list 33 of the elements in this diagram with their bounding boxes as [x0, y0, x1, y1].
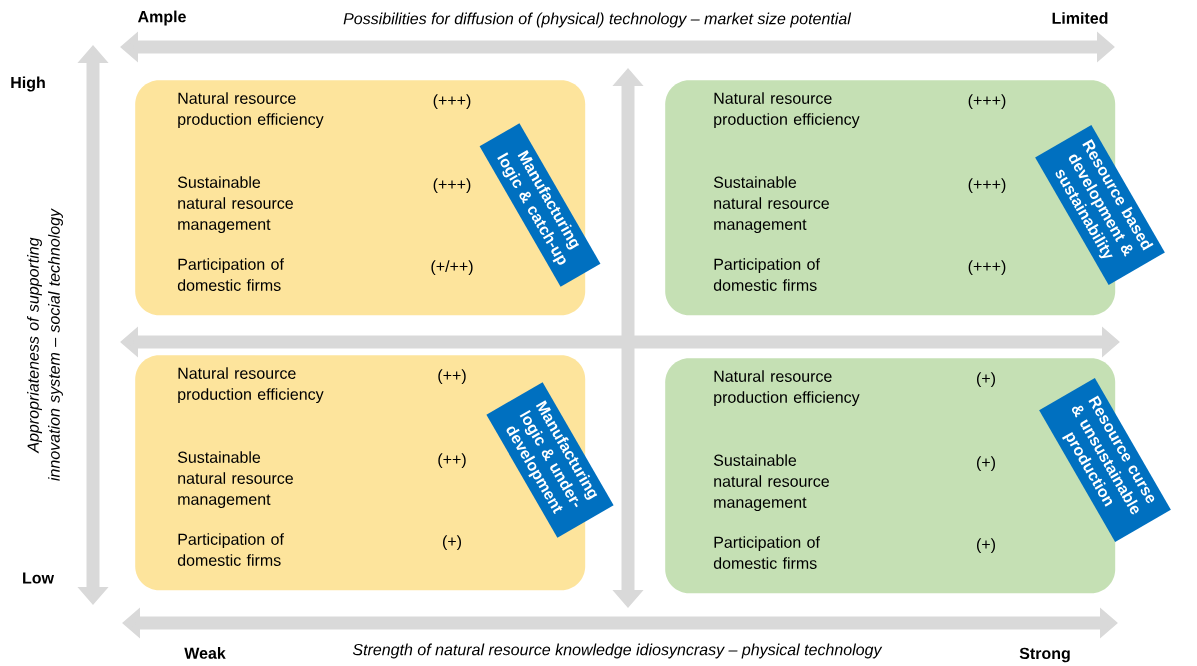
item-text: Participation of domestic firms: [177, 258, 284, 291]
axis-end-label: Weak: [184, 647, 226, 659]
axis-title: Possibilities for diffusion of (physical) technology – market size potential: [343, 12, 852, 28]
item-text: Natural resource production efficiency: [178, 92, 324, 129]
rating-text: (+++): [968, 94, 1006, 110]
rating-text: (+): [443, 535, 461, 551]
rating-text: (+++): [968, 178, 1006, 194]
rating-text: (+): [977, 372, 995, 388]
item-text: Participation of domestic firms: [177, 533, 284, 566]
axis-end-label: Low: [23, 572, 55, 584]
axis-title: Strength of natural resource knowledge idiosyncrasy – physical technology: [352, 643, 883, 659]
rating-text: (++): [438, 453, 466, 469]
rating-text: (+/++): [431, 260, 473, 276]
axis-end-label: Ample: [137, 10, 186, 26]
item-text: Participation of domestic firms: [713, 258, 820, 291]
item-text: Participation of domestic firms: [713, 536, 820, 569]
rating-text: (++): [438, 369, 466, 385]
item-text: Sustainable natural resource management: [177, 451, 293, 509]
rating-text: (+++): [968, 260, 1006, 276]
axis-title: Appropriateness of supporting innovation system – social technology: [27, 208, 63, 481]
item-text: Sustainable natural resource management: [177, 176, 293, 234]
rating-text: (+): [977, 456, 995, 472]
item-text: Natural resource production efficiency: [178, 367, 324, 404]
item-text: Sustainable natural resource management: [713, 176, 829, 234]
item-text: Natural resource production efficiency: [714, 92, 860, 129]
axis-end-label: Strong: [1019, 647, 1070, 663]
rating-text: (+++): [433, 94, 471, 110]
item-text: Natural resource production efficiency: [714, 370, 860, 407]
rating-text: (+): [977, 538, 995, 554]
axis-end-label: Limited: [1052, 12, 1108, 24]
rating-text: (+++): [433, 178, 471, 194]
item-text: Sustainable natural resource management: [713, 454, 829, 512]
axis-end-label: High: [11, 76, 45, 92]
